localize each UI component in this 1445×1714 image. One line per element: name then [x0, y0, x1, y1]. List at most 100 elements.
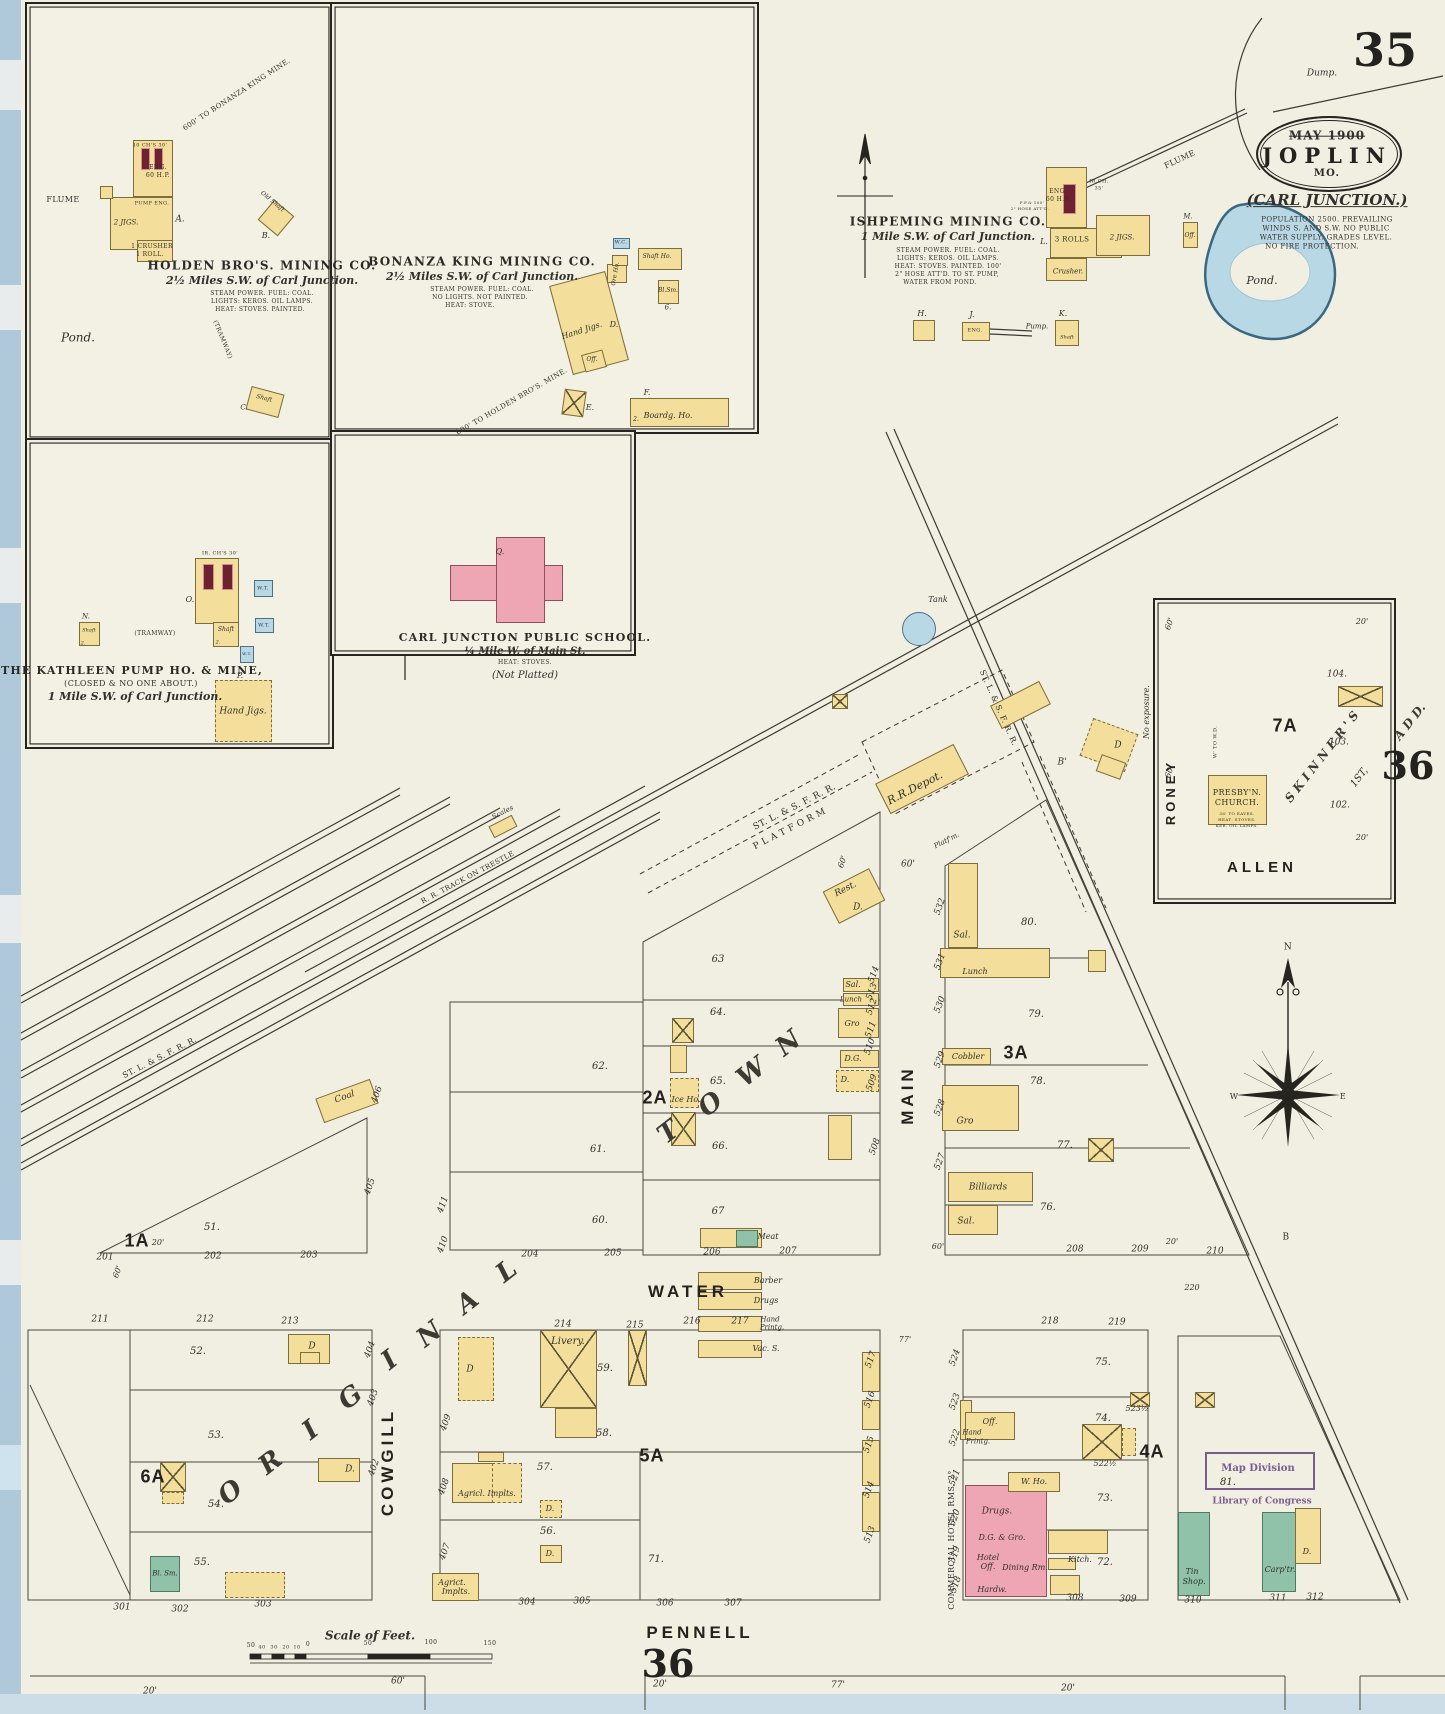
map-label: Pond.: [1246, 274, 1278, 288]
map-label: 6.: [664, 303, 672, 312]
map-label: POPULATION 2500. PREVAILING: [1261, 215, 1393, 224]
map-label: 64.: [710, 1006, 726, 1018]
compass-e: E: [1339, 1091, 1347, 1101]
map-label: 10 CH'S 30': [132, 142, 168, 149]
map-label: W.T.: [257, 585, 269, 592]
map-label: Tin: [1185, 1566, 1199, 1576]
panel-title: THE KATHLEEN PUMP HO. & MINE,: [0, 664, 264, 678]
map-label: 74.: [1095, 1412, 1111, 1424]
map-label: Off.: [586, 355, 598, 363]
building: [843, 978, 879, 992]
map-label: 71.: [648, 1553, 664, 1565]
map-label: (CLOSED & NO ONE ABOUT.): [64, 678, 198, 688]
map-label: 203: [300, 1250, 318, 1261]
map-label: W. Ho.: [1020, 1476, 1048, 1486]
map-label: 204: [521, 1249, 539, 1260]
map-label: D.G. & Gro.: [978, 1532, 1026, 1542]
map-label: KER. OIL LAMPS.: [1215, 822, 1259, 828]
map-label: J.: [969, 309, 975, 319]
map-label: Boardg. Ho.: [643, 410, 693, 420]
building: [255, 618, 274, 633]
map-label: 312: [1306, 1592, 1324, 1603]
scan-bottom-edge: [0, 1694, 1445, 1714]
map-label: 59.: [597, 1362, 613, 1374]
map-label: Off.: [1184, 231, 1196, 239]
map-label: Pond.: [60, 330, 96, 345]
map-label: 214: [554, 1319, 572, 1330]
map-label: D: [308, 1341, 316, 1352]
compass-n: N: [1283, 942, 1293, 953]
map-label: NO FIRE PROTECTION.: [1265, 242, 1359, 251]
building: [1063, 184, 1076, 214]
map-label: A.: [175, 214, 185, 225]
map-label: WATER SUPPLY. GRADES LEVEL.: [1259, 233, 1393, 242]
building: [492, 1463, 522, 1503]
building: [670, 1045, 687, 1073]
map-label: B: [1282, 1232, 1290, 1243]
map-label: Shaft Ho.: [642, 252, 672, 260]
map-label: 104.: [1326, 669, 1348, 680]
building: [1208, 775, 1267, 825]
map-label: F.P.& 100': [1019, 199, 1045, 205]
building: [254, 580, 273, 597]
map-label: STEAM POWER. FUEL: COAL.: [210, 289, 314, 297]
map-label: B': [1057, 757, 1067, 768]
map-label: HEAT: STOVES. PAINTED.: [215, 305, 305, 313]
map-label: No exposure.: [1141, 685, 1151, 739]
map-label: 201: [96, 1252, 114, 1263]
map-label: 61.: [590, 1143, 606, 1155]
map-label: 20': [1061, 1683, 1075, 1694]
map-label: 2.: [215, 639, 221, 646]
map-label: 75.: [1095, 1356, 1111, 1368]
map-label: 65.: [710, 1075, 726, 1087]
map-label: Kitch.: [1068, 1554, 1092, 1564]
building: [1048, 1530, 1108, 1554]
map-label: D.: [840, 1074, 850, 1084]
map-label: Crusher.: [1052, 267, 1084, 276]
street-name: PENNELL: [646, 1623, 754, 1643]
stamp-text: Map Division: [1221, 1462, 1295, 1474]
map-label: 63: [711, 953, 725, 965]
map-label: D.: [345, 1464, 355, 1475]
building: [698, 1340, 762, 1358]
building: [948, 1205, 998, 1235]
map-label: 205: [604, 1248, 622, 1259]
map-label: 2 JIGS.: [1109, 233, 1135, 242]
map-label: Hardw.: [977, 1584, 1007, 1594]
map-label: 309: [1119, 1594, 1137, 1605]
book-spine-edge: [0, 0, 21, 1714]
map-label: O.: [185, 594, 195, 604]
building: [698, 1316, 762, 1332]
building: [942, 1048, 991, 1065]
block-number: 1A: [124, 1230, 150, 1251]
map-label: HEAT: STOVES.: [1218, 816, 1256, 822]
map-label: 211: [91, 1314, 109, 1325]
building: [698, 1292, 762, 1310]
map-city: JOPLIN: [1262, 142, 1392, 168]
map-label: 206: [703, 1247, 721, 1258]
building: [613, 238, 630, 249]
map-label: D.: [853, 902, 863, 913]
block-number: 6A: [140, 1466, 166, 1487]
map-label: 304: [518, 1597, 536, 1608]
sheet-number: 35: [1352, 22, 1418, 77]
scale-title: Scale of Feet.: [324, 1628, 416, 1643]
map-label: 2½ Miles S.W. of Carl Junction.: [385, 270, 579, 284]
map-label: 2.: [80, 640, 86, 647]
map-label: 30: [270, 1644, 278, 1651]
building: [540, 1545, 562, 1563]
map-label: 51.: [204, 1221, 220, 1233]
building: [658, 280, 679, 304]
map-label: 56.: [540, 1525, 556, 1537]
street-name: MAIN: [898, 1065, 918, 1125]
building: [154, 148, 163, 170]
map-label: 308: [1066, 1593, 1084, 1604]
map-label: 35': [1094, 185, 1104, 192]
map-label: 103.: [1328, 737, 1350, 748]
spine-patch: [0, 1240, 21, 1285]
map-label: 3 ROLLS: [1054, 235, 1090, 244]
map-label: ¼ Mile W. of Main St.: [464, 645, 586, 657]
map-label: 60': [391, 1676, 405, 1687]
map-label: (TRAMWAY): [134, 629, 176, 637]
map-label: 208: [1066, 1244, 1084, 1255]
